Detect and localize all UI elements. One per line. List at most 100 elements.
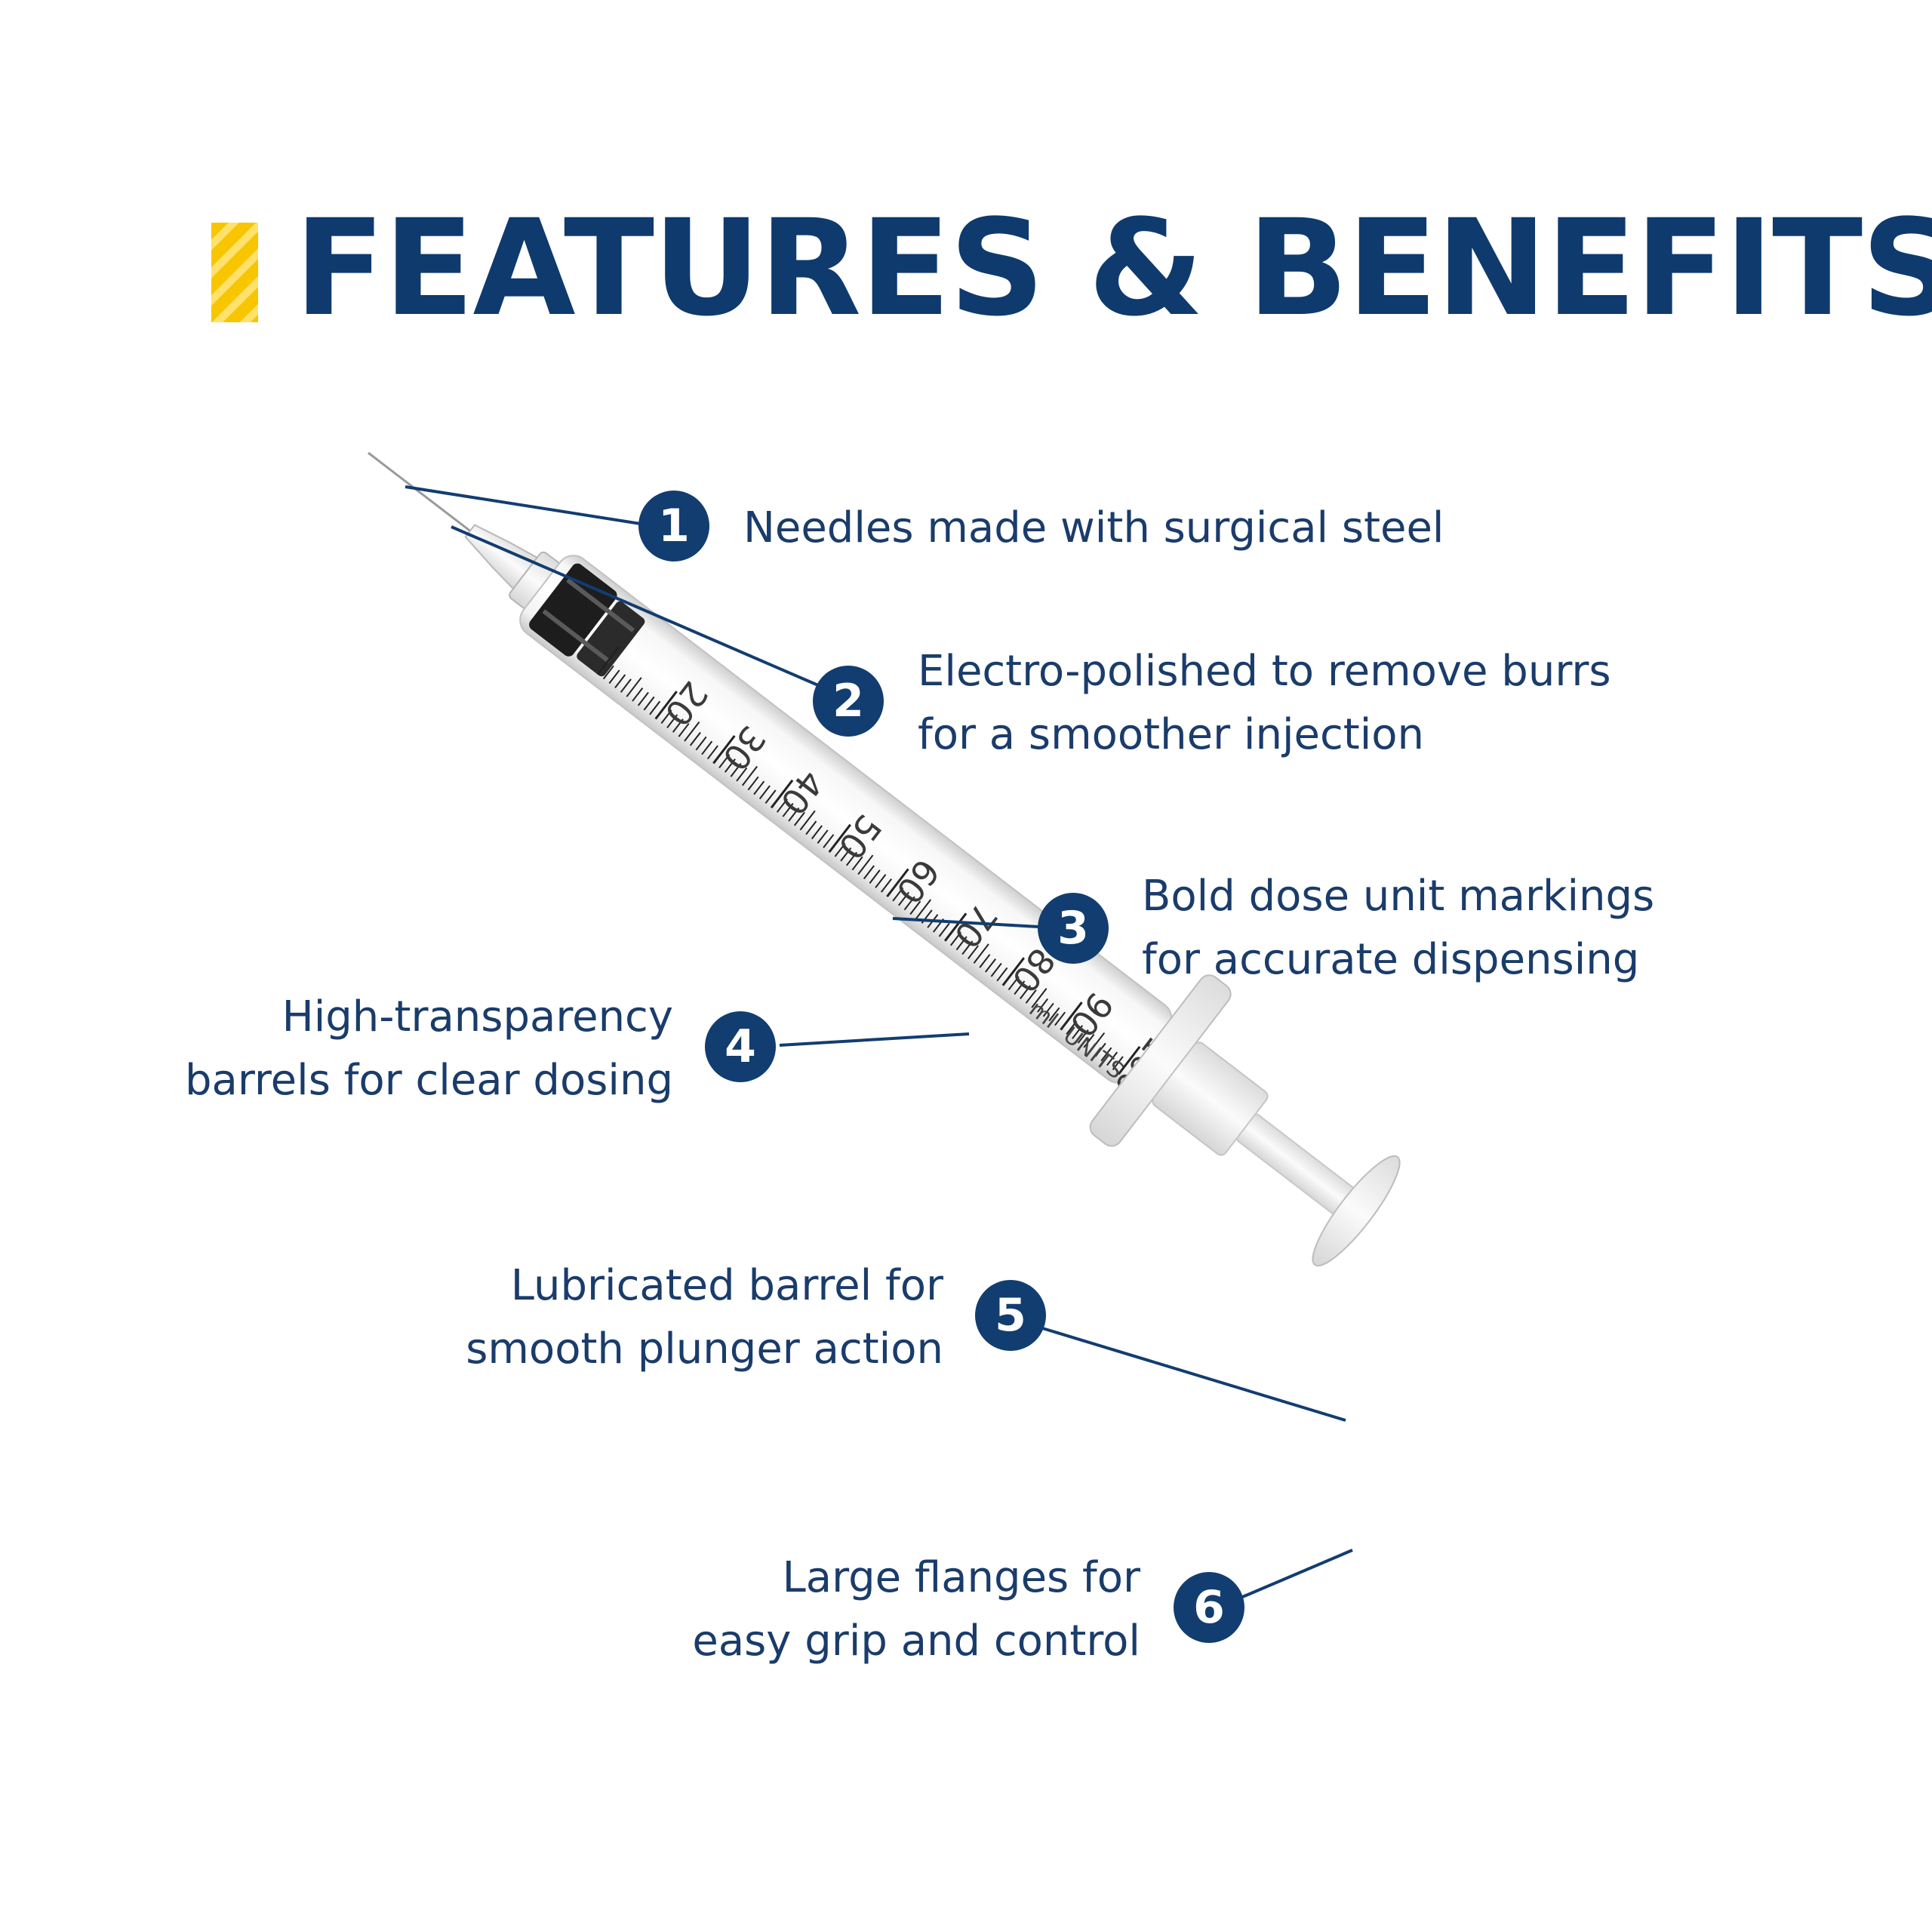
graduation-tick	[782, 803, 794, 817]
graduation-tick	[805, 820, 817, 835]
graduation-tick	[973, 943, 989, 964]
graduation-tick	[608, 669, 620, 685]
graduation-tick	[863, 865, 875, 880]
graduation-tick	[620, 678, 632, 693]
feature-text-5: Lubricated barrel for smooth plunger act…	[466, 1254, 943, 1381]
graduation-tick	[1042, 1002, 1054, 1017]
page-title: FEATURES & BENEFITS	[294, 191, 1932, 346]
feature-5-line-2: smooth plunger action	[466, 1324, 943, 1374]
leader-lines	[405, 485, 1353, 1599]
graduation-tick	[950, 931, 961, 946]
graduation-tick	[880, 878, 892, 893]
feature-4-line-2: barrels for clear dosing	[184, 1056, 673, 1105]
graduation-tick	[793, 811, 805, 826]
graduation-tick	[654, 691, 678, 720]
feature-badge-2: 2	[813, 666, 884, 737]
graduation-tick	[706, 745, 718, 760]
graduation-tick	[730, 763, 742, 777]
graduation-tick	[990, 962, 1002, 977]
graduation-tick	[770, 779, 794, 809]
graduation-tick	[1060, 1001, 1083, 1031]
feature-4-line-1: High-transparency	[281, 992, 673, 1041]
graduation-tick	[875, 874, 887, 888]
graduation-tick	[764, 789, 777, 804]
feature-3-line-1: Bold dose unit markings	[1142, 872, 1655, 921]
graduation-tick	[828, 823, 851, 854]
graduation-tick	[689, 731, 701, 746]
graduation-tick	[851, 856, 863, 871]
graduation-tick	[1077, 1029, 1089, 1044]
graduation-tick	[718, 754, 731, 768]
graduation-tick	[776, 798, 788, 813]
graduation-tick	[1008, 976, 1020, 991]
leader-line-6	[1240, 1549, 1353, 1599]
graduation-tick	[643, 696, 655, 711]
graduation-tick	[1106, 1051, 1118, 1066]
graduation-tick	[695, 736, 707, 751]
leader-line-1	[405, 485, 646, 526]
feature-badge-3: 3	[1038, 893, 1109, 964]
leader-line-2	[451, 525, 819, 687]
plunger-rod	[1236, 1113, 1357, 1217]
feature-1-line-1: Needles made with surgical steel	[743, 503, 1444, 552]
graduation-tick	[1037, 998, 1049, 1013]
graduation-tick	[1094, 1042, 1106, 1057]
feature-badge-6: 6	[1174, 1572, 1244, 1643]
graduation-tick	[701, 740, 713, 755]
graduation-tick	[747, 776, 759, 791]
graduation-tick	[672, 718, 684, 733]
feature-text-1: Needles made with surgical steel	[743, 497, 1444, 560]
graduation-tick	[985, 958, 997, 973]
feature-5-line-1: Lubricated barrel for	[510, 1261, 943, 1310]
graduation-tick	[741, 765, 758, 786]
graduation-tick	[637, 691, 649, 706]
graduation-tick	[1066, 1020, 1078, 1035]
graduation-tick	[1031, 988, 1048, 1008]
graduation-tick	[736, 767, 748, 782]
graduation-tick	[712, 735, 736, 764]
graduation-tick	[811, 825, 823, 840]
graduation-tick	[1054, 1011, 1066, 1026]
graduation-tick	[626, 677, 642, 697]
feature-2-line-2: for a smoother injection	[918, 710, 1425, 759]
graduation-tick	[799, 810, 816, 831]
feature-6-line-2: easy grip and control	[692, 1617, 1140, 1666]
graduation-tick	[1020, 985, 1032, 999]
plunger-thumb-rest	[1312, 1155, 1401, 1267]
graduation-tick	[788, 807, 800, 822]
graduation-tick	[834, 842, 846, 857]
graduation-tick	[602, 665, 614, 680]
graduation-tick	[678, 723, 690, 737]
graduation-tick	[979, 954, 991, 968]
graduation-tick	[1112, 1056, 1124, 1071]
syringe: 2030405060708090100 ml UNITS	[368, 451, 1401, 1267]
feature-text-3: Bold dose unit markings for accurate dis…	[1142, 865, 1654, 992]
feature-badge-5: 5	[975, 1280, 1046, 1351]
graduation-tick	[1089, 1032, 1106, 1053]
graduation-tick	[869, 869, 881, 884]
feature-badge-1: 1	[638, 491, 709, 561]
graduation-tick	[943, 912, 968, 942]
graduation-tick	[915, 899, 932, 920]
graduation-tick	[632, 688, 644, 702]
plunger-stopper	[529, 563, 645, 677]
graduation-tick	[857, 854, 874, 875]
graduation-tick	[823, 834, 835, 848]
feature-text-4: High-transparency barrels for clear dosi…	[185, 986, 673, 1112]
graduation-tick	[903, 896, 915, 911]
feature-badge-4: 4	[705, 1011, 776, 1082]
graduation-tick	[968, 945, 979, 959]
graduation-tick	[886, 868, 909, 897]
graduation-tick	[724, 758, 736, 773]
leader-line-4	[779, 1032, 970, 1047]
graduation-tick	[840, 847, 852, 862]
graduation-tick	[1014, 980, 1026, 995]
needle	[368, 451, 476, 536]
graduation-tick	[684, 721, 700, 742]
graduation-tick	[1118, 1045, 1141, 1075]
graduation-tick	[961, 940, 974, 955]
graduation-tick	[666, 714, 678, 728]
graduation-tick	[1001, 957, 1026, 986]
